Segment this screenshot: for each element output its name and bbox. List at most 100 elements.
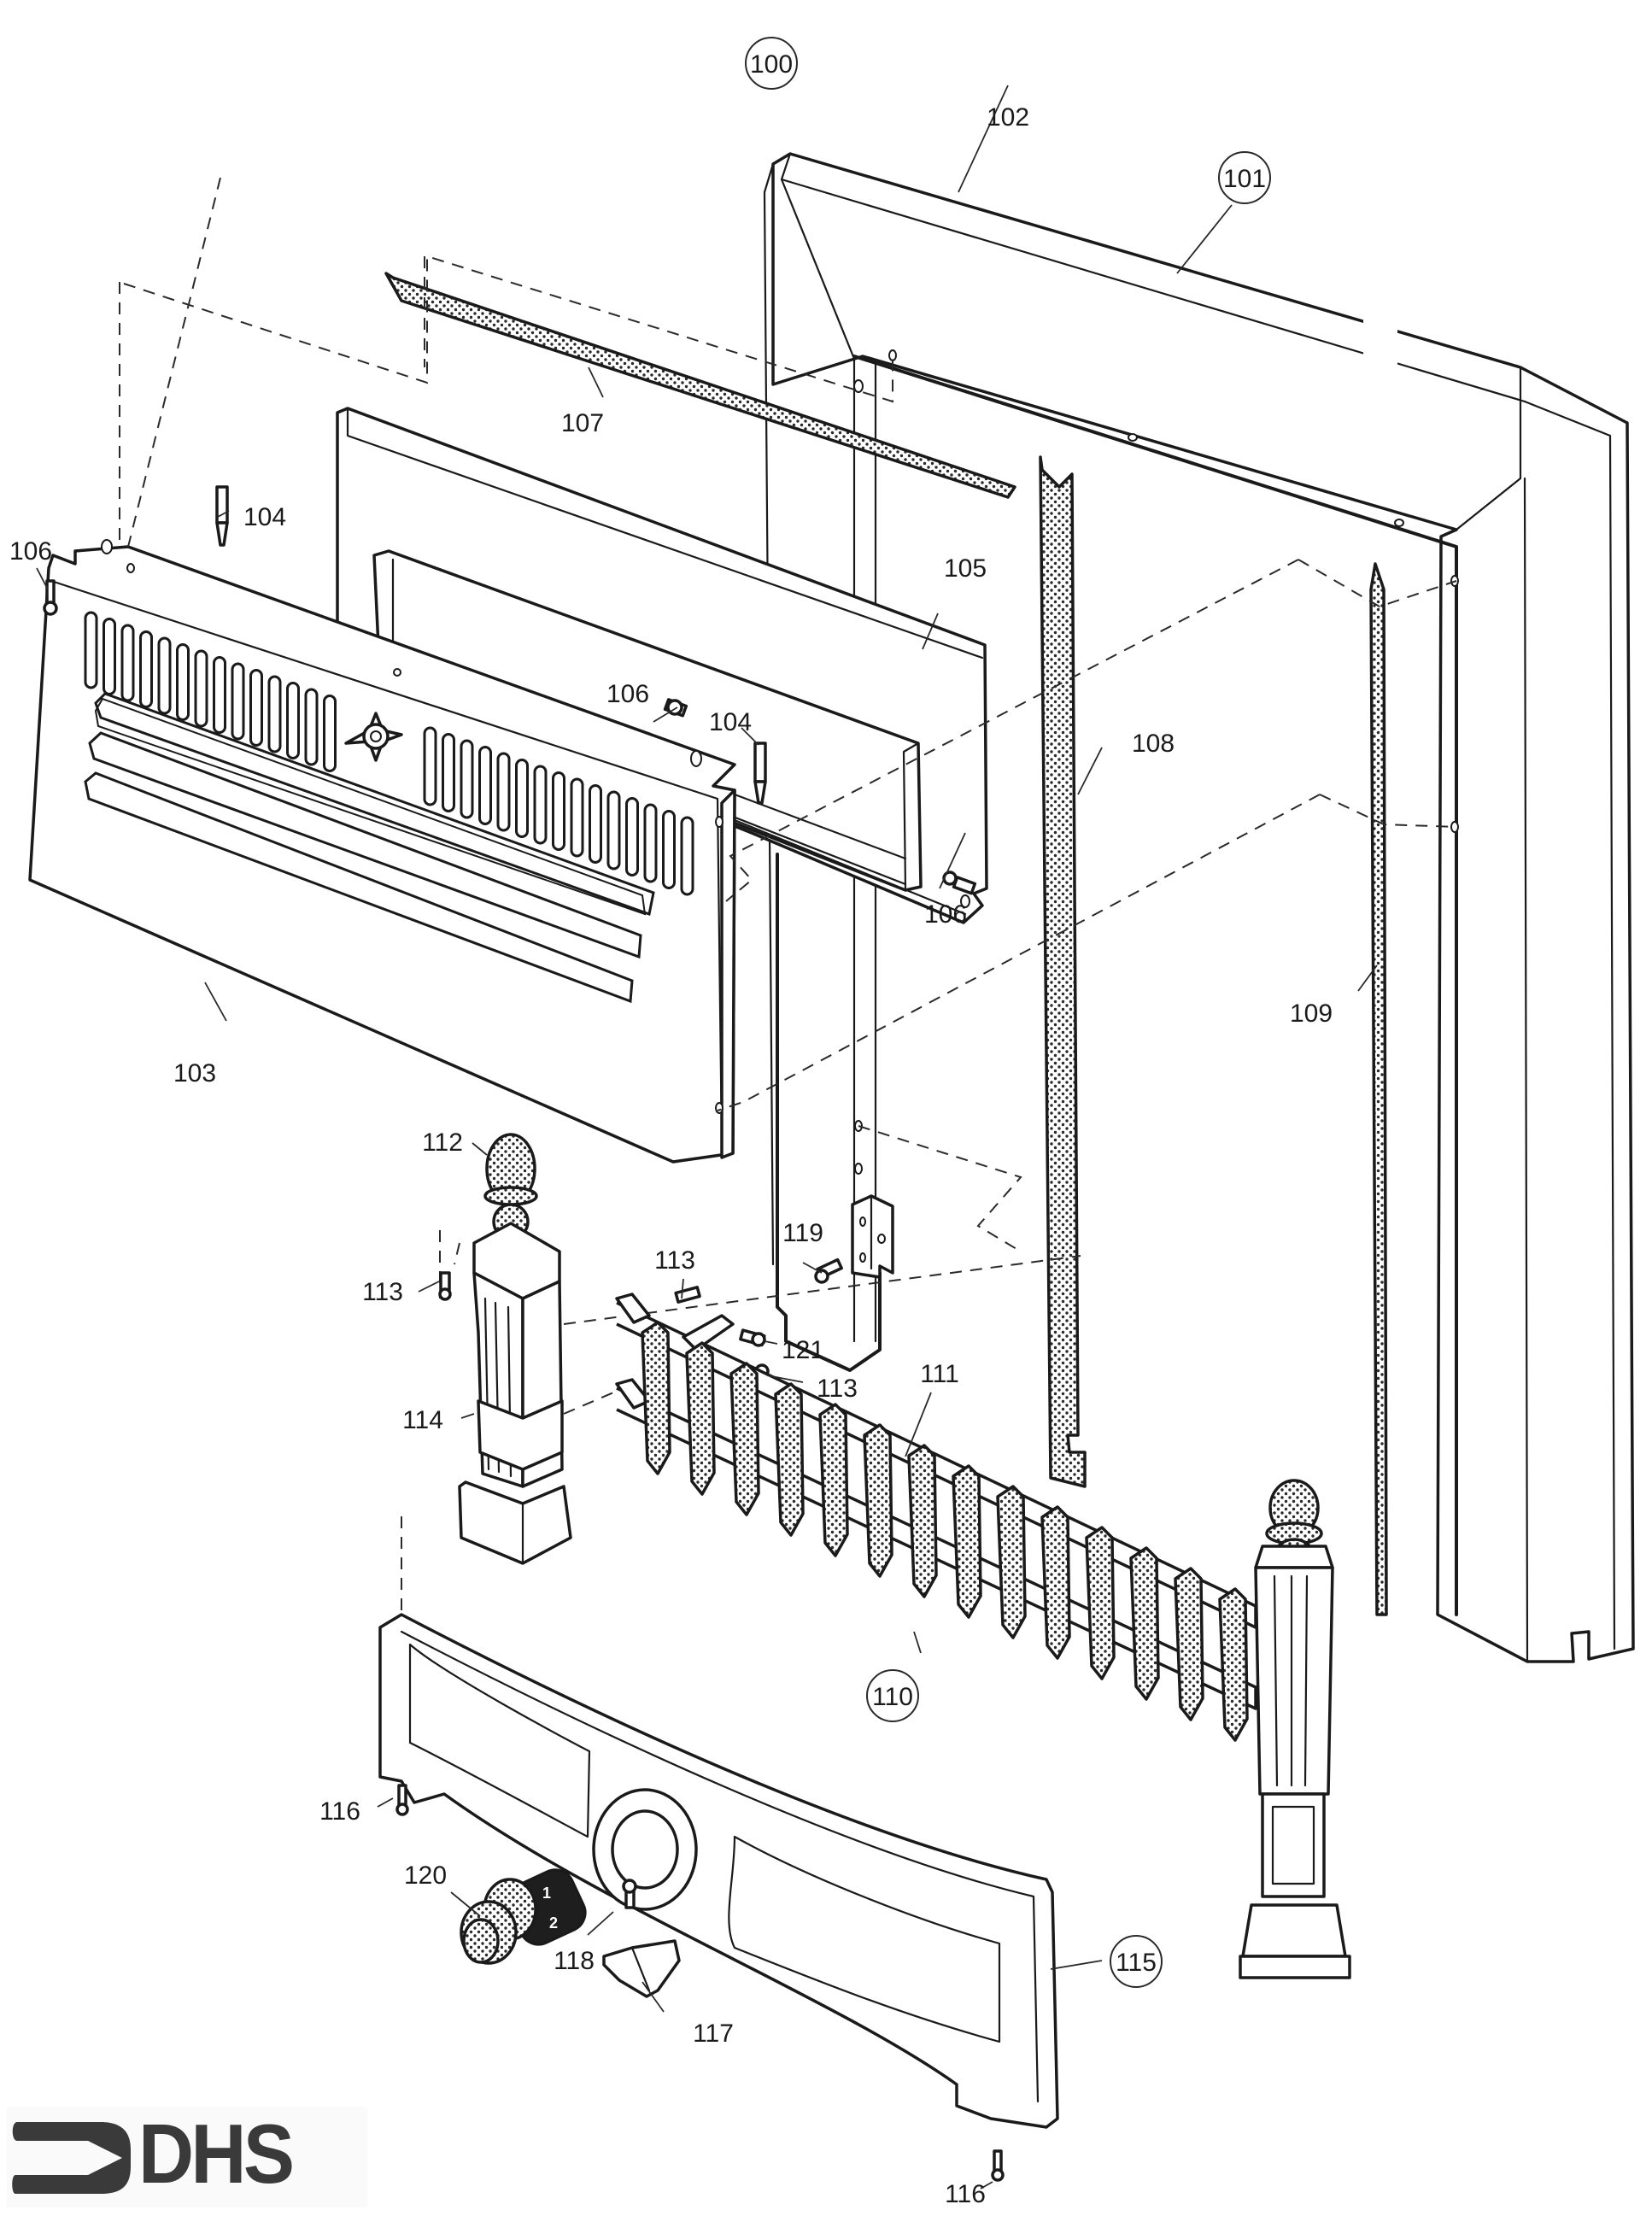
fret-bar [996,1485,1027,1639]
callout-107[interactable]: 107 [561,409,604,437]
screw-113-pillar [438,1271,452,1301]
callout-115[interactable]: 115 [1110,1935,1163,1988]
svg-text:100: 100 [750,50,793,79]
dhs-logo [7,2107,367,2207]
louvre-slot [176,643,190,721]
louvre-slot [606,790,621,871]
fret-bar [1040,1505,1071,1660]
louvre-slot [552,771,565,851]
callout-117[interactable]: 117 [693,2020,734,2048]
fret-bar [818,1403,849,1557]
screw-116-left [395,1784,409,1816]
callout-121[interactable]: 121 [782,1336,824,1364]
louvre-slot [515,759,529,838]
fret-bar [1085,1526,1116,1680]
louvre-slot [84,611,98,689]
right-side-strip [1369,562,1388,1616]
louvre-slot [304,688,319,766]
callout-116-right[interactable]: 116 [945,2180,986,2208]
callout-113-lower[interactable]: 113 [817,1375,858,1403]
fret-bar [641,1321,671,1475]
fret-bar [952,1464,982,1619]
callout-112[interactable]: 112 [422,1129,463,1157]
louvre-slot [478,746,492,825]
screw-116-right [991,2149,1005,2182]
callout-103[interactable]: 103 [173,1059,216,1087]
callout-116-left[interactable]: 116 [319,1797,360,1826]
arrow-right-icon [12,2122,131,2194]
screw-106-left [43,579,58,616]
callout-120[interactable]: 120 [404,1861,447,1890]
callouts: 100 101 102 107 104 106 105 106 104 108 … [9,37,1333,2208]
top-seal-strip [384,272,1016,499]
fret-bar [907,1444,938,1598]
louvre-slots [84,611,694,896]
fret-bar [729,1362,760,1516]
louvre-slot [643,803,658,883]
louvre-slot [139,630,153,708]
control-knob: 1 2 [460,1868,587,1965]
screw-118 [622,1879,637,1909]
svg-text:110: 110 [872,1683,913,1711]
svg-text:101: 101 [1223,165,1266,193]
louvre-slot [194,649,208,728]
callout-106-mid[interactable]: 106 [606,680,649,708]
assembly-lines [119,177,1457,2093]
louvre-slot [680,816,694,896]
callout-102[interactable]: 102 [987,103,1029,132]
fret-bar [774,1382,805,1537]
logo-text: DHS [138,2107,295,2201]
louvre-slot [589,784,602,864]
callout-113-pillar[interactable]: 113 [362,1278,403,1306]
knob-setting-1: 1 [542,1885,551,1902]
callout-114[interactable]: 114 [402,1406,443,1434]
callout-113-upper[interactable]: 113 [654,1246,695,1275]
callout-106-left[interactable]: 106 [9,537,52,566]
louvre-slot [323,695,337,772]
callout-110[interactable]: 110 [866,1669,919,1722]
leader-lines [36,85,1378,2190]
svg-text:115: 115 [1116,1949,1157,1977]
fret-bar [1174,1567,1204,1721]
callout-105[interactable]: 105 [944,554,987,583]
louvre-slot [286,682,300,759]
callout-111[interactable]: 111 [920,1360,959,1388]
louvre-slot [442,733,455,812]
front-trim [378,1613,1059,2129]
screw-121 [739,1328,766,1347]
fret-assembly [615,1293,1257,1742]
stud-104-right [753,742,767,805]
louvre-slot [662,810,676,889]
callout-106-right[interactable]: 106 [924,900,967,929]
louvre-slot [120,624,135,702]
louvre-slot [625,797,639,876]
louvre-slot [570,777,584,858]
callout-109[interactable]: 109 [1290,1000,1333,1028]
callout-108[interactable]: 108 [1132,730,1175,758]
louvre-slot [157,636,172,715]
louvre-slot [496,752,511,832]
screw-106-right [942,871,977,895]
louvre-slot [267,675,282,753]
inner-panel [336,407,988,924]
inner-side-column [776,853,894,1372]
callout-100[interactable]: 100 [745,37,798,90]
bracket-117 [602,1939,681,1998]
fret-bar [1129,1546,1160,1701]
fret-bar [1218,1587,1249,1742]
callout-104-left[interactable]: 104 [243,503,286,531]
louvre-slot [533,765,548,845]
louvre-slot [213,656,226,734]
callout-118[interactable]: 118 [554,1947,595,1975]
louvre-slot [249,669,263,747]
callout-104-right[interactable]: 104 [709,708,752,736]
louvre-slot [103,618,116,695]
fret-bar [863,1423,893,1578]
canopy-ornament [344,712,403,762]
louvre-slot [460,739,474,819]
louvre-slot [231,662,245,741]
callout-119[interactable]: 119 [782,1219,823,1247]
callout-101[interactable]: 101 [1218,151,1271,204]
screw-113-upper [674,1286,701,1304]
